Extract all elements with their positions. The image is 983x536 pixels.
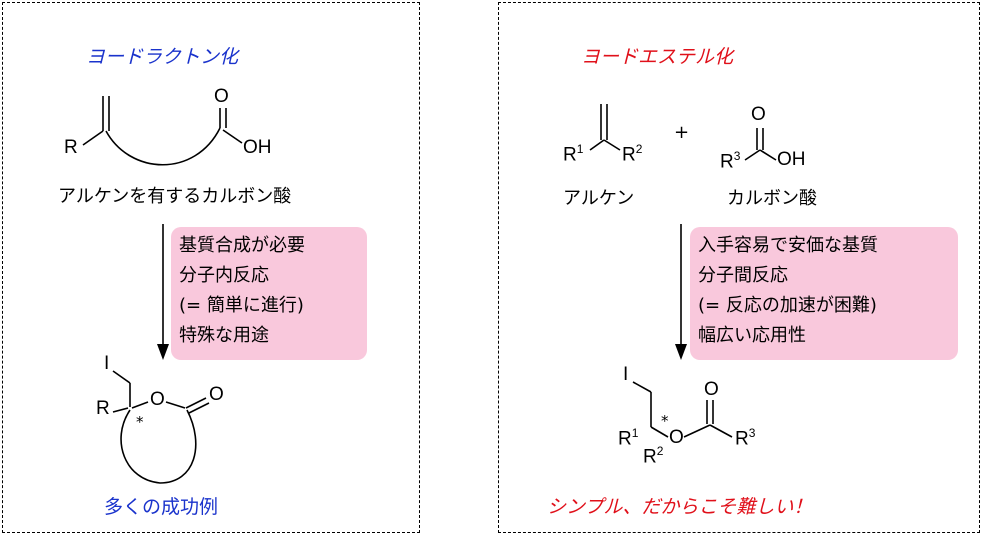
- left-coh-bond: [222, 129, 243, 144]
- left-exo-co-bond-2: [188, 402, 210, 414]
- right-oc-bond: [683, 424, 711, 438]
- right-r2p-sup: 2: [656, 444, 664, 458]
- right-note-2: 分子間反応: [698, 265, 788, 286]
- right-r1-letter: R: [563, 144, 577, 166]
- right-atom-i: I: [623, 364, 629, 385]
- right-note-box: 入手容易で安価な基質 分子間反応 (= 反応の加速が困難) 幅広い応用性: [690, 227, 958, 360]
- right-r3p-letter: R: [735, 428, 749, 450]
- left-result: 多くの成功例: [104, 496, 219, 518]
- right-note-1: 入手容易で安価な基質: [698, 235, 878, 256]
- right-atom-r1: R1: [563, 142, 583, 166]
- right-r3-sup: 3: [733, 149, 741, 163]
- left-atom-o-carbonyl: O: [214, 86, 229, 107]
- left-oc-ring-bond: [165, 401, 186, 409]
- left-panel-iodolactonization: [2, 2, 420, 533]
- right-r3-letter: R: [720, 151, 734, 173]
- right-panel-iodoesterification: [498, 2, 980, 533]
- left-title: ヨードラクトン化: [86, 46, 239, 68]
- left-reactant-label: アルケンを有するカルボン酸: [58, 186, 292, 207]
- right-o-ester-bond: [650, 426, 669, 438]
- left-note-2: 分子内反応: [179, 265, 269, 286]
- right-atom-r3: R3: [720, 149, 740, 173]
- left-arrow-head: [157, 344, 169, 360]
- left-chain-arc: [105, 127, 221, 166]
- left-note-1: 基質合成が必要: [179, 235, 305, 256]
- right-r1-sup: 1: [576, 142, 584, 156]
- plus-sign: +: [674, 122, 690, 143]
- right-r2-bond: [603, 139, 621, 151]
- left-note-box: 基質合成が必要 分子内反応 (= 簡単に進行) 特殊な用途: [171, 227, 367, 360]
- right-atom-o-carbonyl: O: [751, 104, 766, 125]
- left-r-prod-bond: [112, 407, 129, 413]
- right-r1-bond: [589, 139, 605, 151]
- left-stereocenter-asterisk: *: [136, 413, 144, 431]
- left-atom-o-ring: O: [150, 389, 165, 410]
- left-atom-r-product: R: [96, 398, 110, 419]
- right-atom-r2: R2: [622, 142, 642, 166]
- left-atom-r: R: [64, 137, 78, 158]
- right-arrow-head: [675, 344, 687, 360]
- right-title: ヨードエステル化: [581, 46, 734, 68]
- left-atom-oh: OH: [243, 137, 272, 158]
- left-i-bond: [112, 370, 131, 384]
- left-atom-o-exo: O: [209, 384, 224, 405]
- left-atom-i: I: [104, 353, 110, 374]
- right-acid-label: カルボン酸: [727, 188, 817, 209]
- left-note-4: 特殊な用途: [179, 325, 269, 346]
- right-alkene-label: アルケン: [563, 188, 635, 209]
- right-atom-o-carbonyl-product: O: [704, 379, 719, 400]
- right-atom-r1-product: R1: [618, 426, 638, 450]
- left-note-3: (= 簡単に進行): [179, 295, 304, 316]
- right-atom-o-ester: O: [669, 427, 684, 448]
- right-r1p-letter: R: [618, 428, 632, 450]
- left-co-ring-bond: [131, 401, 149, 409]
- right-result: シンプル、だからこそ難しい！: [547, 496, 813, 518]
- left-exo-co-bond-1: [185, 397, 207, 409]
- right-i-bond: [632, 381, 652, 393]
- left-ring-arc: [120, 409, 197, 484]
- right-r2-letter: R: [622, 144, 636, 166]
- right-atom-r2-product: R2: [643, 444, 663, 468]
- right-note-4: 幅広い応用性: [698, 325, 806, 346]
- right-r3p-sup: 3: [748, 426, 756, 440]
- right-atom-r3-product: R3: [735, 426, 755, 450]
- right-cr3-bond: [709, 424, 733, 438]
- right-r1p-sup: 1: [631, 426, 639, 440]
- right-atom-oh: OH: [777, 149, 806, 170]
- right-note-3: (= 反応の加速が困難): [698, 295, 877, 316]
- right-r2-sup: 2: [635, 142, 643, 156]
- right-coh-bond: [759, 149, 777, 161]
- right-r2p-letter: R: [643, 446, 657, 468]
- left-r-bond: [82, 130, 104, 146]
- right-stereocenter-asterisk: *: [661, 412, 669, 430]
- right-r3-bond: [744, 149, 761, 161]
